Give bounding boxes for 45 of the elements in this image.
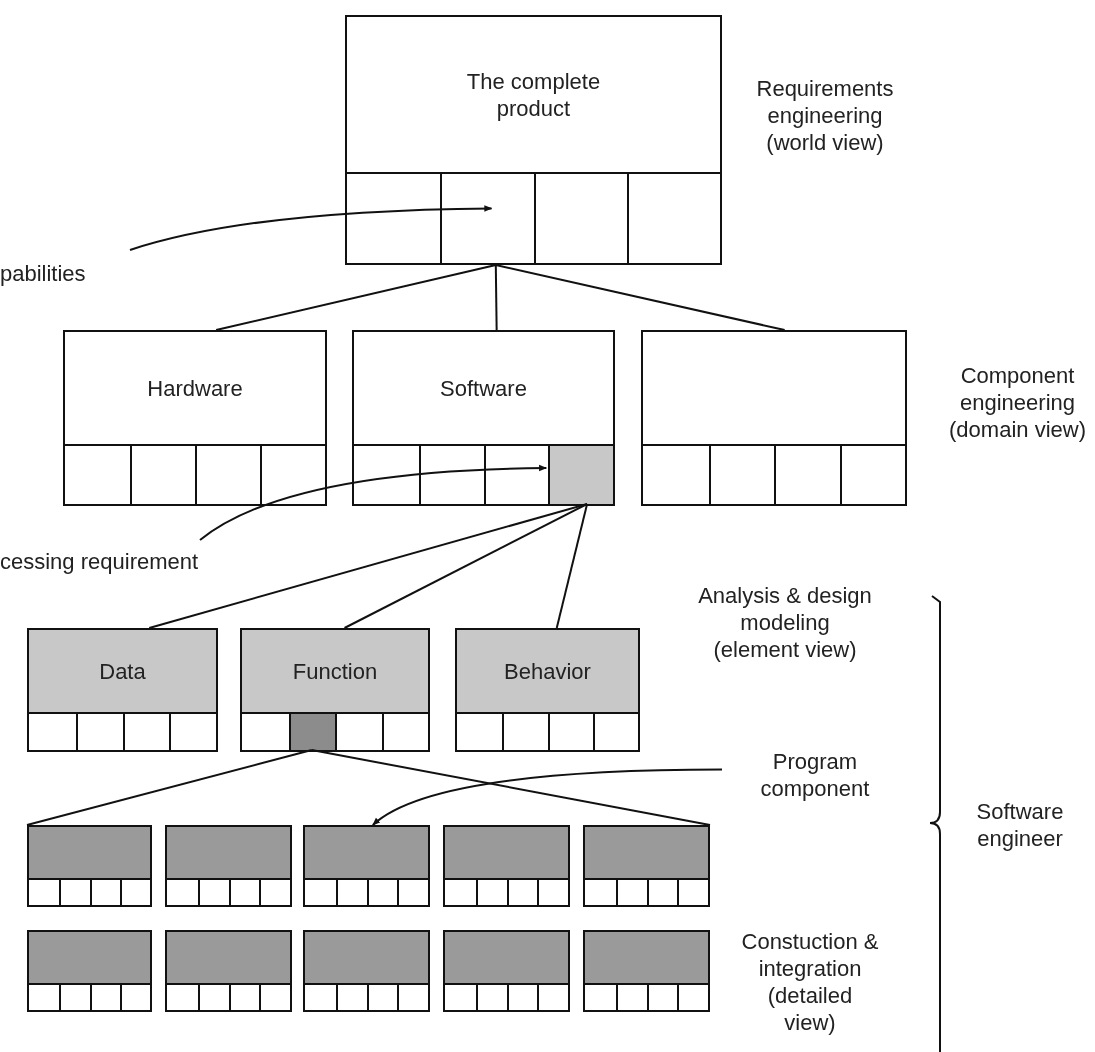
program-component-box [443, 825, 570, 907]
element-box [27, 628, 218, 752]
program-component-box [27, 930, 152, 1012]
element-box [455, 628, 640, 752]
program-component-box [303, 930, 430, 1012]
component-box [352, 330, 615, 506]
shaded-cell [440, 172, 534, 263]
shaded-cell [288, 712, 335, 750]
leader-arrow [199, 464, 548, 541]
connector-line [343, 503, 589, 629]
box-title: Data [98, 657, 147, 685]
program-component-box [443, 930, 570, 1012]
program-component-box [165, 825, 292, 907]
program-component-box [27, 825, 152, 907]
program-component-box [583, 930, 710, 1012]
connector-line [494, 264, 498, 331]
connector-line [310, 749, 711, 826]
view-label: Component engineering (domain view) [948, 362, 1087, 443]
callout-label: Program component [740, 748, 890, 802]
connector-line [148, 503, 589, 629]
box-title: Software [439, 374, 528, 402]
program-component-box [165, 930, 292, 1012]
box-title: Hardware [146, 374, 244, 402]
element-box [240, 628, 430, 752]
component-box [63, 330, 327, 506]
program-component-box [583, 825, 710, 907]
view-label: Constuction & integration (detailed view) [740, 928, 880, 1036]
connector-line [215, 264, 497, 331]
shaded-cell [548, 444, 613, 504]
callout-label: cessing requirement [0, 548, 250, 575]
connector-line [494, 264, 786, 331]
callout-label: pabilities [0, 260, 125, 287]
view-label: Requirements engineering (world view) [755, 75, 895, 156]
connector-line [26, 749, 313, 826]
box-title: Behavior [503, 657, 592, 685]
leader-arrow [129, 205, 493, 251]
component-box [641, 330, 907, 506]
view-label: Analysis & design modeling (element view) [697, 582, 873, 663]
product-box [345, 15, 722, 265]
box-title: Function [291, 657, 379, 685]
program-component-box [303, 825, 430, 907]
role-label: Software engineer [975, 798, 1065, 852]
box-title: The complete product [465, 67, 602, 122]
leader-arrow [371, 768, 723, 826]
connector-line [555, 503, 589, 629]
